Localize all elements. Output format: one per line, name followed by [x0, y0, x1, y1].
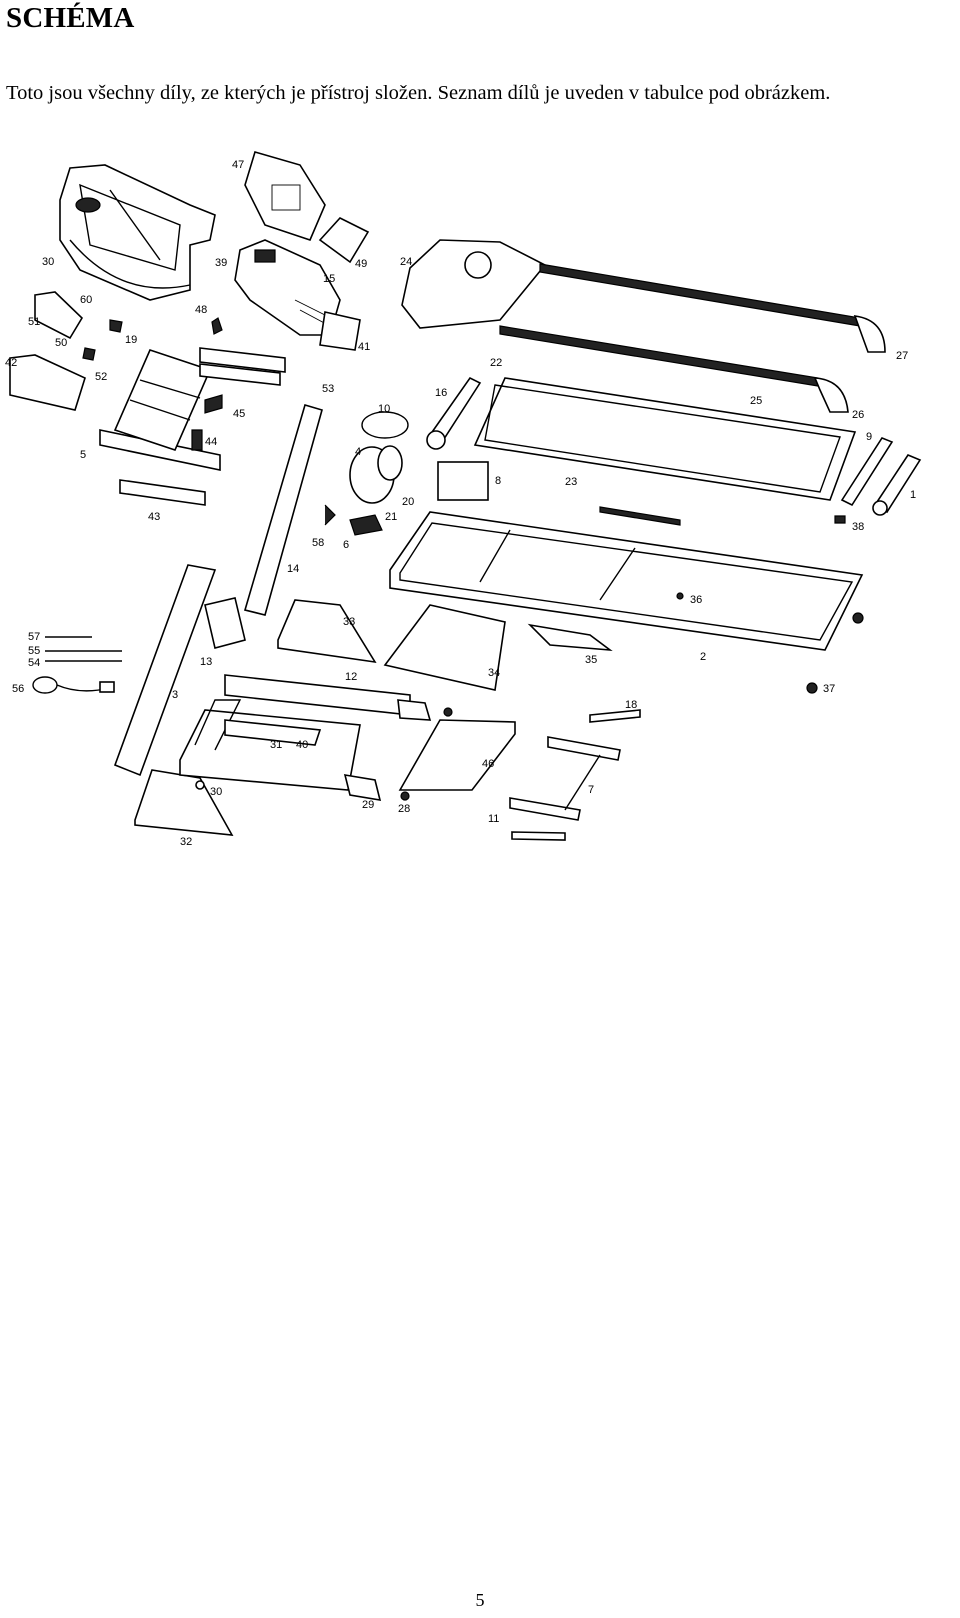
callout-32: 32 [180, 836, 192, 848]
callout-16: 16 [435, 387, 447, 399]
sensor-holder [34, 291, 84, 340]
callout-30: 30 [42, 256, 54, 268]
callout-27: 27 [896, 350, 908, 362]
callout-50: 50 [55, 337, 67, 349]
callout-55: 55 [28, 645, 40, 657]
callout-14: 14 [287, 563, 299, 575]
callout-24: 24 [400, 256, 412, 268]
callout-57: 57 [28, 631, 40, 643]
callout-22: 22 [490, 357, 502, 369]
drive-belt [361, 411, 409, 439]
callout-54: 54 [28, 657, 40, 669]
callout-31: 31 [270, 739, 282, 751]
callout-1: 1 [910, 489, 916, 501]
main-frame [389, 511, 864, 651]
callout-25: 25 [750, 395, 762, 407]
right-upright [243, 404, 323, 616]
callout-48: 48 [195, 304, 207, 316]
rod-18 [589, 709, 641, 723]
page-title: SCHÉMA [6, 2, 135, 34]
caster-wheel-29 [343, 774, 382, 801]
callout-34: 34 [488, 667, 500, 679]
callout-26: 26 [852, 409, 864, 421]
callout-6: 6 [343, 539, 349, 551]
callout-19: 19 [125, 334, 137, 346]
side-rails [499, 263, 886, 413]
cables [45, 636, 122, 662]
left-base-cover [134, 769, 234, 836]
callout-12: 12 [345, 671, 357, 683]
bottom-frame [509, 736, 621, 821]
callout-2: 2 [700, 651, 706, 663]
controller-board [437, 461, 489, 501]
rear-roller-support [840, 437, 894, 507]
callout-21: 21 [385, 511, 397, 523]
page-number: 5 [475, 1590, 485, 1610]
callout-15: 15 [323, 273, 335, 285]
callout-42: 42 [5, 357, 17, 369]
callout-47: 47 [232, 159, 244, 171]
callout-58: 58 [312, 537, 324, 549]
callout-35: 35 [585, 654, 597, 666]
caster-wheel-12 [397, 699, 432, 721]
callout-38: 38 [852, 521, 864, 533]
base-plate [383, 604, 506, 691]
callout-56: 56 [12, 683, 24, 695]
handlebar-grips [119, 347, 286, 506]
deck-cushion-strip [599, 506, 681, 526]
running-deck [473, 377, 857, 501]
callout-3: 3 [172, 689, 178, 701]
callout-53: 53 [322, 383, 334, 395]
power-cord [32, 676, 115, 694]
hardware-fasteners [82, 317, 864, 801]
callout-40: 40 [296, 739, 308, 751]
callout-5: 5 [80, 449, 86, 461]
rear-roller [872, 454, 922, 516]
callout-20: 20 [402, 496, 414, 508]
callout-11: 11 [488, 813, 499, 825]
callout-51: 51 [28, 316, 40, 328]
side-box [9, 354, 86, 411]
callout-43: 43 [148, 511, 160, 523]
overlay-sheet [318, 217, 370, 264]
callout-36: 36 [690, 594, 702, 606]
console-bracket [319, 311, 361, 351]
callout-44: 44 [205, 436, 217, 448]
callout-4: 4 [355, 446, 361, 458]
callout-30b: 30 [210, 786, 222, 798]
left-upright [113, 564, 217, 777]
callout-23: 23 [565, 476, 577, 488]
callout-33: 33 [343, 616, 355, 628]
callout-60: 60 [80, 294, 92, 306]
callout-18: 18 [625, 699, 637, 711]
callout-9: 9 [866, 431, 872, 443]
rod-11 [511, 831, 566, 841]
callout-29: 29 [362, 799, 374, 811]
incline-frame [398, 719, 516, 791]
callout-13: 13 [200, 656, 212, 668]
callout-7: 7 [588, 784, 594, 796]
callout-39: 39 [215, 257, 227, 269]
callout-45: 45 [233, 408, 245, 420]
callout-41: 41 [358, 341, 370, 353]
handlebar-frame [99, 349, 221, 471]
lower-frame [179, 674, 411, 791]
callout-37: 37 [823, 683, 835, 695]
console-cover [244, 151, 326, 241]
callout-28: 28 [398, 803, 410, 815]
incline-bracket [527, 623, 613, 652]
callout-52: 52 [95, 371, 107, 383]
motor-hood [401, 239, 547, 329]
callout-46: 46 [482, 758, 494, 770]
callout-8: 8 [495, 475, 501, 487]
intro-text: Toto jsou všechny díly, ze kterých je př… [6, 82, 831, 104]
drive-motor [349, 445, 403, 504]
callout-10: 10 [378, 403, 390, 415]
exploded-parts-diagram: 47 49 24 30 39 15 48 41 27 60 51 50 19 2… [5, 151, 922, 848]
front-roller [426, 376, 482, 450]
callout-49: 49 [355, 258, 367, 270]
console-housing [59, 164, 216, 301]
right-base-cover [277, 599, 377, 664]
